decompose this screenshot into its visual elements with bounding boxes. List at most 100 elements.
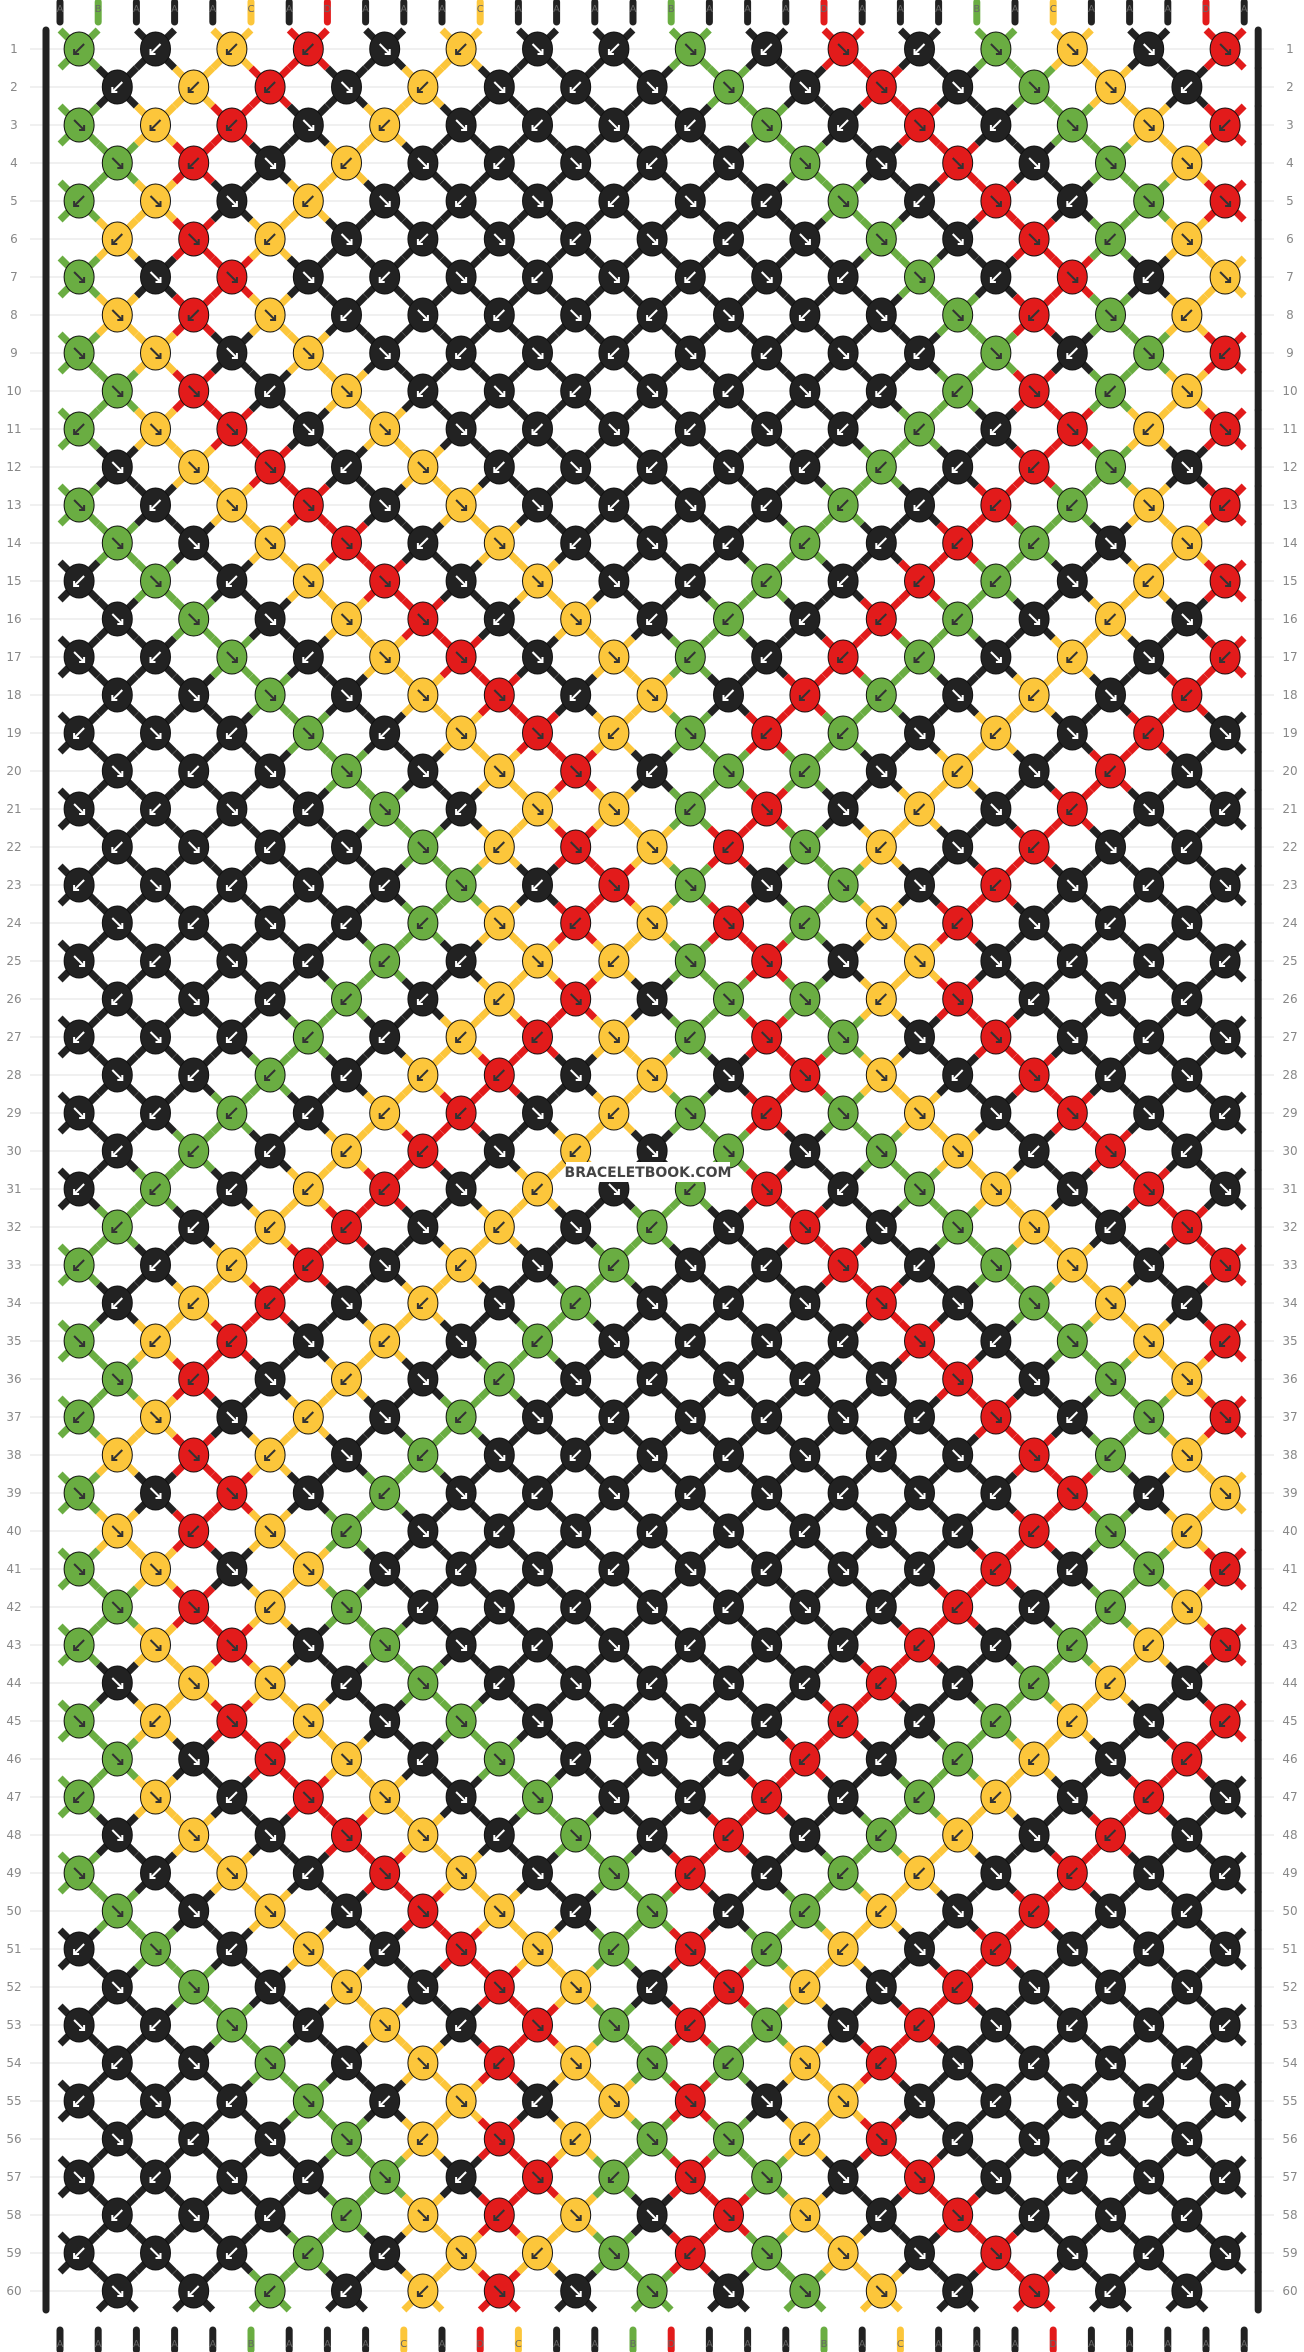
row-label-right: 22: [1282, 840, 1297, 854]
row-label-left: 57: [6, 2170, 21, 2184]
row-label-left: 59: [6, 2246, 21, 2260]
row-label-left: 11: [6, 422, 21, 436]
row-label-left: 21: [6, 802, 21, 816]
row-label-left: 29: [6, 1106, 21, 1120]
row-label-left: 36: [6, 1372, 21, 1386]
row-label-left: 10: [6, 384, 21, 398]
row-label-right: 5: [1286, 194, 1294, 208]
row-label-left: 7: [10, 270, 18, 284]
row-label-left: 43: [6, 1638, 21, 1652]
row-label-left: 26: [6, 992, 21, 1006]
row-label-left: 30: [6, 1144, 21, 1158]
row-label-left: 1: [10, 42, 18, 56]
row-label-left: 49: [6, 1866, 21, 1880]
row-label-right: 47: [1282, 1790, 1297, 1804]
strand-label-top: A: [133, 4, 140, 15]
row-label-left: 20: [6, 764, 21, 778]
row-label-left: 37: [6, 1410, 21, 1424]
strand-label-top: A: [209, 4, 216, 15]
row-label-left: 33: [6, 1258, 21, 1272]
row-label-left: 47: [6, 1790, 21, 1804]
row-label-right: 57: [1282, 2170, 1297, 2184]
row-label-left: 32: [6, 1220, 21, 1234]
row-label-left: 6: [10, 232, 18, 246]
row-label-right: 56: [1282, 2132, 1297, 2146]
row-label-left: 53: [6, 2018, 21, 2032]
strand-label-top: A: [782, 4, 789, 15]
row-label-right: 53: [1282, 2018, 1297, 2032]
row-label-right: 23: [1282, 878, 1297, 892]
strand-label-top: A: [171, 4, 178, 15]
row-label-right: 20: [1282, 764, 1297, 778]
row-label-left: 45: [6, 1714, 21, 1728]
row-label-right: 60: [1282, 2284, 1297, 2298]
row-label-right: 46: [1282, 1752, 1297, 1766]
strand-label-top: B: [95, 4, 102, 15]
row-label-right: 32: [1282, 1220, 1297, 1234]
row-label-left: 44: [6, 1676, 21, 1690]
row-label-right: 8: [1286, 308, 1294, 322]
row-label-left: 42: [6, 1600, 21, 1614]
row-label-left: 19: [6, 726, 21, 740]
row-label-right: 10: [1282, 384, 1297, 398]
row-label-right: 3: [1286, 118, 1294, 132]
row-label-right: 54: [1282, 2056, 1297, 2070]
row-label-left: 39: [6, 1486, 21, 1500]
strand-label-top: D: [324, 4, 332, 15]
row-label-left: 2: [10, 80, 18, 94]
row-label-right: 27: [1282, 1030, 1297, 1044]
strand-label-top: A: [515, 4, 522, 15]
row-label-right: 36: [1282, 1372, 1297, 1386]
row-label-left: 16: [6, 612, 21, 626]
row-label-right: 11: [1282, 422, 1297, 436]
row-label-right: 44: [1282, 1676, 1297, 1690]
row-label-left: 13: [6, 498, 21, 512]
strand-label-top: A: [553, 4, 560, 15]
row-label-right: 31: [1282, 1182, 1297, 1196]
strand-label-top: A: [706, 4, 713, 15]
row-label-left: 23: [6, 878, 21, 892]
row-label-right: 18: [1282, 688, 1297, 702]
row-label-right: 29: [1282, 1106, 1297, 1120]
row-label-right: 7: [1286, 270, 1294, 284]
row-label-right: 1: [1286, 42, 1294, 56]
row-label-right: 28: [1282, 1068, 1297, 1082]
strand-label-top: A: [744, 4, 751, 15]
row-label-left: 56: [6, 2132, 21, 2146]
strand-label-top: A: [400, 4, 407, 15]
row-label-left: 14: [6, 536, 21, 550]
row-label-right: 45: [1282, 1714, 1297, 1728]
row-label-right: 50: [1282, 1904, 1297, 1918]
row-label-left: 3: [10, 118, 18, 132]
row-label-left: 22: [6, 840, 21, 854]
row-label-right: 24: [1282, 916, 1297, 930]
row-label-left: 24: [6, 916, 21, 930]
row-label-left: 48: [6, 1828, 21, 1842]
row-label-right: 6: [1286, 232, 1294, 246]
row-label-right: 52: [1282, 1980, 1297, 1994]
row-label-right: 58: [1282, 2208, 1297, 2222]
row-label-right: 25: [1282, 954, 1297, 968]
row-label-left: 18: [6, 688, 21, 702]
strand-label-top: A: [630, 4, 637, 15]
strand-label-top: B: [668, 4, 675, 15]
strand-label-top: A: [591, 4, 598, 15]
row-label-right: 15: [1282, 574, 1297, 588]
row-label-left: 5: [10, 194, 18, 208]
row-label-right: 49: [1282, 1866, 1297, 1880]
row-label-right: 9: [1286, 346, 1294, 360]
row-label-right: 30: [1282, 1144, 1297, 1158]
row-label-left: 4: [10, 156, 18, 170]
row-label-left: 27: [6, 1030, 21, 1044]
row-label-right: 39: [1282, 1486, 1297, 1500]
row-label-left: 25: [6, 954, 21, 968]
row-label-left: 28: [6, 1068, 21, 1082]
row-label-left: 40: [6, 1524, 21, 1538]
row-label-left: 50: [6, 1904, 21, 1918]
row-label-right: 40: [1282, 1524, 1297, 1538]
row-label-left: 17: [6, 650, 21, 664]
strand-label-top: C: [477, 4, 484, 15]
row-label-left: 38: [6, 1448, 21, 1462]
row-label-left: 51: [6, 1942, 21, 1956]
row-label-left: 52: [6, 1980, 21, 1994]
